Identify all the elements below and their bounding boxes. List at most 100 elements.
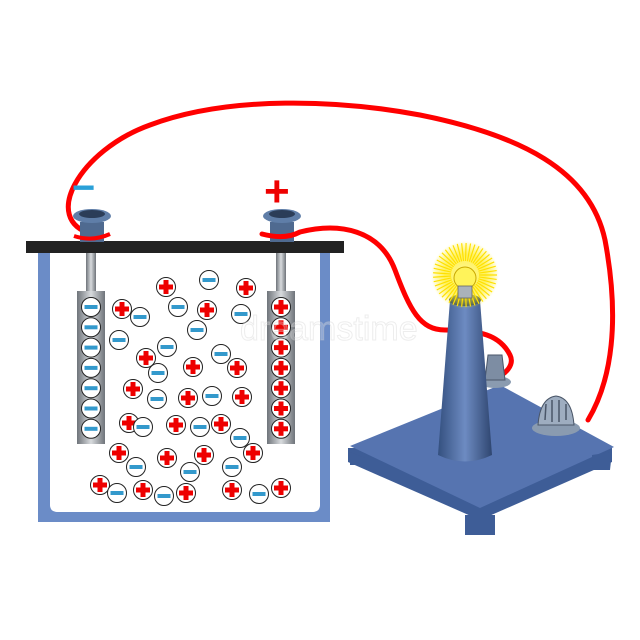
negative-ion <box>147 389 167 409</box>
light-ray <box>478 269 497 274</box>
light-ray <box>433 277 452 283</box>
wire-negative <box>65 100 616 423</box>
negative-ion <box>107 483 127 503</box>
light-ray <box>461 243 465 262</box>
negative-ion <box>249 484 269 504</box>
light-ray <box>470 245 480 263</box>
positive-ion <box>271 317 291 338</box>
light-ray <box>441 252 456 266</box>
light-ray <box>466 243 472 262</box>
light-ray <box>436 281 453 291</box>
light-ray <box>477 280 495 289</box>
negative-ion <box>81 418 101 439</box>
light-ray <box>475 253 490 267</box>
lamp-tower <box>438 300 492 462</box>
light-ray <box>433 272 452 275</box>
light-ray <box>441 284 456 298</box>
light-ray <box>473 285 487 300</box>
negative-ion <box>157 337 177 357</box>
light-ray <box>476 257 493 269</box>
positive-ion <box>136 348 156 368</box>
light-ray <box>444 249 457 265</box>
negative-ion <box>168 297 188 317</box>
container-left-wall <box>38 252 50 270</box>
negative-electrode-stem <box>86 253 96 293</box>
light-ray <box>478 278 496 285</box>
light-ray <box>472 286 484 302</box>
light-ray <box>433 267 452 273</box>
light-ray <box>438 282 455 295</box>
positive-ion <box>157 448 177 468</box>
light-ray <box>434 263 453 271</box>
ions-group <box>81 270 291 506</box>
light-ray <box>448 246 459 264</box>
positive-ion <box>271 418 291 439</box>
positive-ion <box>271 297 291 317</box>
lamp-terminal-rear <box>479 354 511 388</box>
lamp-terminal-front <box>532 395 580 436</box>
positive-ion <box>243 443 263 463</box>
negative-ion <box>81 378 101 399</box>
light-ray <box>444 285 457 301</box>
positive-ion <box>227 358 247 378</box>
negative-ion <box>109 330 129 350</box>
positive-ion <box>211 414 231 434</box>
negative-ion <box>202 386 222 406</box>
light-ray <box>436 259 453 269</box>
light-ray <box>452 245 461 263</box>
positive-ion <box>90 475 110 495</box>
light-ray <box>433 275 452 278</box>
light-ray <box>470 287 480 305</box>
light-ray <box>438 255 455 268</box>
negative-ion <box>190 417 210 437</box>
negative-ion <box>154 486 174 506</box>
negative-ion <box>148 363 168 383</box>
light-bulb <box>431 241 499 309</box>
positive-ion <box>271 478 291 498</box>
positive-ion <box>178 388 198 408</box>
positive-ion <box>109 443 129 463</box>
negative-ion <box>126 457 146 477</box>
negative-ion <box>81 357 101 378</box>
negative-ion <box>180 462 200 482</box>
positive-ion <box>271 337 291 358</box>
positive-terminal-label: + <box>264 167 290 216</box>
negative-ion <box>187 320 207 340</box>
positive-electrode-stem <box>276 253 286 293</box>
container-lid <box>26 241 344 253</box>
positive-ion <box>271 378 291 399</box>
positive-ion <box>183 357 203 377</box>
light-ray <box>478 276 497 281</box>
positive-ion <box>236 278 256 298</box>
positive-ion <box>112 299 132 319</box>
positive-ion <box>176 483 196 503</box>
light-ray <box>477 261 495 270</box>
positive-ion <box>271 398 291 419</box>
wire-wrap-negative <box>73 232 111 241</box>
light-ray <box>464 242 467 262</box>
wire-positive <box>259 225 514 381</box>
negative-ion <box>81 297 101 317</box>
negative-ion <box>230 428 250 448</box>
positive-ion <box>197 300 217 320</box>
positive-ion <box>271 357 291 378</box>
negative-ion <box>81 337 101 358</box>
positive-ion <box>166 415 186 435</box>
positive-ion <box>156 277 176 297</box>
light-ray <box>456 243 463 262</box>
positive-ion <box>194 445 214 465</box>
negative-ion <box>81 398 101 419</box>
negative-ion <box>81 317 101 338</box>
lamp-stand <box>348 294 614 535</box>
negative-ion <box>133 417 153 437</box>
light-ray <box>434 279 453 287</box>
light-ray <box>476 281 493 293</box>
watermark: dreamstime <box>240 310 418 348</box>
light-ray <box>473 250 487 265</box>
light-ray <box>478 265 496 272</box>
light-ray <box>468 244 476 262</box>
positive-ion <box>123 379 143 399</box>
light-ray <box>472 248 484 264</box>
